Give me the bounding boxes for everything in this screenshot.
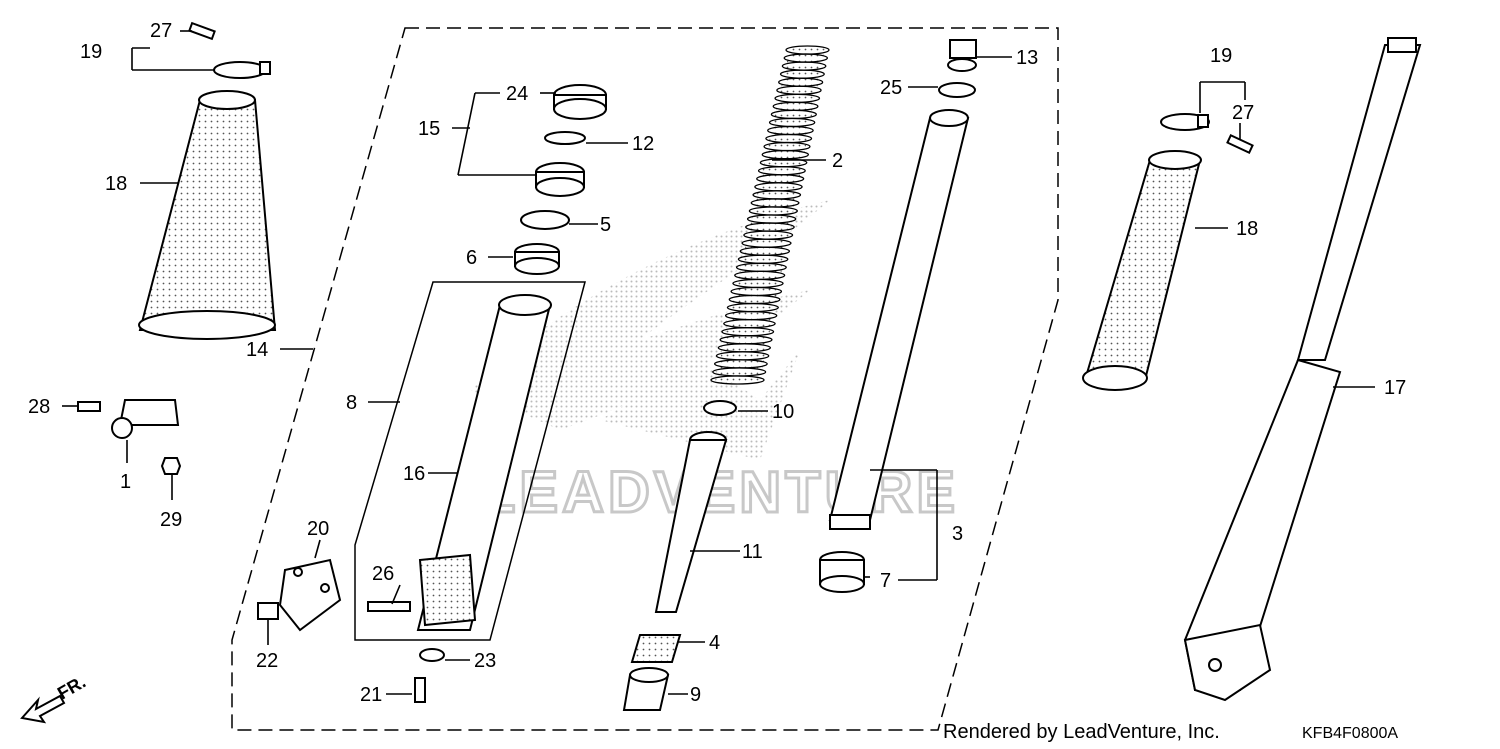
bolt-26 <box>367 601 411 612</box>
spring-coil <box>710 375 765 385</box>
callout-19-right: 19 <box>1210 45 1232 67</box>
callout-11: 11 <box>742 541 763 563</box>
leader-lines <box>62 30 1375 695</box>
nut-22 <box>257 602 279 620</box>
callout-6: 6 <box>466 247 477 269</box>
callout-16: 16 <box>403 463 425 485</box>
bolt-28 <box>77 401 101 412</box>
callout-18-left: 18 <box>105 173 127 195</box>
fork-spring-2 <box>710 45 830 385</box>
callout-25: 25 <box>880 77 902 99</box>
front-fork-assy-17 <box>1183 37 1422 702</box>
callout-13: 13 <box>1016 47 1038 69</box>
callout-26: 26 <box>372 563 394 585</box>
callout-15: 15 <box>418 118 440 140</box>
callout-14: 14 <box>246 339 268 361</box>
callout-21: 21 <box>360 684 382 706</box>
callout-27-right: 27 <box>1232 102 1254 124</box>
left-dust-boot <box>138 90 277 340</box>
right-boot-clamp <box>1160 113 1210 131</box>
callout-9: 9 <box>690 684 701 706</box>
left-boot-clamp <box>213 61 271 79</box>
callout-labels: 27 19 18 14 28 1 29 24 15 12 5 6 8 16 26… <box>28 20 1406 706</box>
callout-29: 29 <box>160 509 182 531</box>
callout-2: 2 <box>832 150 843 172</box>
bolt-13 <box>947 39 977 72</box>
nut-29 <box>160 457 182 475</box>
callout-8: 8 <box>346 392 357 414</box>
clamp-1 <box>111 399 180 439</box>
callout-5: 5 <box>600 214 611 236</box>
right-dust-boot <box>1082 150 1202 391</box>
oil-lock-piece-9 <box>622 667 670 711</box>
bolt-21 <box>414 677 426 703</box>
clip-10 <box>703 400 737 416</box>
diagram-code: KFB4F0800A <box>1302 725 1398 742</box>
callout-27-left: 27 <box>150 20 172 42</box>
callout-4: 4 <box>709 632 720 654</box>
callout-23: 23 <box>474 650 496 672</box>
left-clamp-bolt <box>188 21 216 41</box>
callout-17: 17 <box>1384 377 1406 399</box>
callout-20: 20 <box>307 518 329 540</box>
o-ring-25 <box>938 82 976 98</box>
callout-28: 28 <box>28 396 50 418</box>
front-arrow-icon <box>20 694 66 724</box>
slider-bushing-6 <box>514 243 560 275</box>
fork-pipe-3 <box>828 109 970 530</box>
callout-1: 1 <box>120 471 131 493</box>
callout-12: 12 <box>632 133 654 155</box>
callout-24: 24 <box>506 83 528 105</box>
callout-3: 3 <box>952 523 963 545</box>
callout-22: 22 <box>256 650 278 672</box>
right-clamp-bolt <box>1226 133 1254 155</box>
fork-piston-11 <box>654 431 728 613</box>
bushing-7 <box>819 551 865 593</box>
callout-18-right: 18 <box>1236 218 1258 240</box>
spring-coils <box>710 45 830 385</box>
back-up-ring-5 <box>520 210 570 230</box>
rebound-spring-4 <box>630 634 682 663</box>
axle-holder-20 <box>278 558 342 632</box>
fork-slider-16 <box>416 294 552 631</box>
washer-23 <box>419 648 445 662</box>
front-direction-indicator: FR. <box>20 672 89 724</box>
slider-group-bracket <box>354 281 586 641</box>
oil-seal-24 <box>553 84 607 120</box>
assembly-boundary <box>231 27 1059 731</box>
callout-19-left: 19 <box>80 41 102 63</box>
callout-10: 10 <box>772 401 794 423</box>
seal-15 <box>535 162 585 197</box>
footer-credit: Rendered by LeadVenture, Inc. <box>943 721 1220 743</box>
stopper-ring-12 <box>544 131 586 145</box>
callout-7: 7 <box>880 570 891 592</box>
